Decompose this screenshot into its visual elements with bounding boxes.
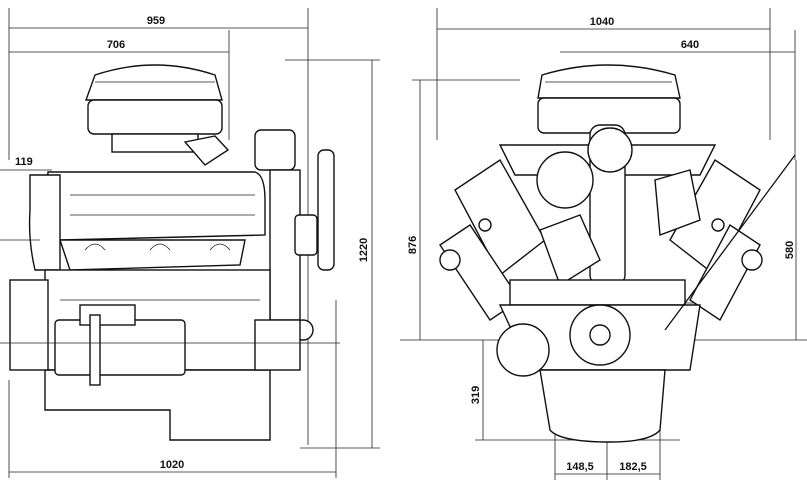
front-right-bank [669,158,763,322]
front-center [498,124,717,306]
side-cylinder-block [44,171,266,271]
side-inlet-pipe [183,135,230,166]
side-air-filter [85,64,223,153]
front-air-filter [537,64,681,134]
label-1040: 1040 [590,16,614,28]
side-starter [9,279,301,386]
label-876: 876 [407,236,419,254]
front-view: 1040 640 876 580 302 302 3 [400,8,807,480]
dim-side-flange-offset: 119 [0,156,52,171]
label-319: 319 [470,386,482,404]
front-crankcase [496,304,701,377]
label-706: 706 [107,39,125,51]
label-580: 580 [784,241,796,259]
label-182-5: 182,5 [619,461,647,473]
dim-side-intake-width: 706 [9,30,230,140]
dim-front-right-height: 580 [784,160,797,340]
label-1220: 1220 [358,238,370,262]
side-flywheel-housing [28,174,61,271]
front-oil-sump [539,369,666,443]
dim-front-overall-width: 1040 [436,8,771,140]
front-dipstick [664,154,796,331]
dim-side-base-length: 1020 [8,300,337,478]
dim-front-height: 876 [400,79,807,341]
label-148-5: 148,5 [566,461,594,473]
label-959: 959 [147,15,165,27]
label-640: 640 [681,39,699,51]
label-1020: 1020 [160,459,184,471]
dim-front-half-width: 640 [560,30,796,160]
side-view: 959 706 119 1220 1020 [0,8,380,478]
label-119: 119 [15,156,33,168]
dim-side-height: 1220 [285,59,380,449]
